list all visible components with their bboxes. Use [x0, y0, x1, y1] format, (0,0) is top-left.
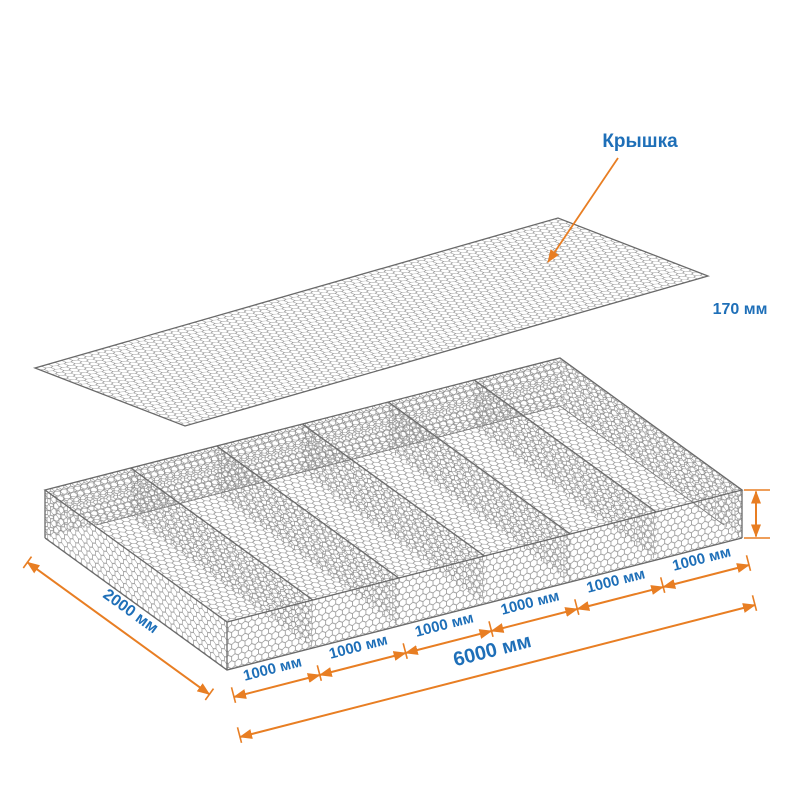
- divider-panel: [388, 402, 571, 582]
- lid-label: Крышка: [602, 131, 678, 152]
- cell-tick: [659, 577, 666, 593]
- cell-tick: [574, 599, 580, 615]
- cell-tick: [402, 643, 408, 659]
- width-arrow: [26, 561, 211, 696]
- cell-tick: [745, 555, 752, 571]
- lid-leader-arrow: [547, 157, 619, 263]
- lid-mesh-panel: [32, 217, 711, 427]
- divider-edge: [473, 379, 657, 513]
- cell-tick: [316, 665, 323, 681]
- right-wall: [560, 358, 742, 538]
- cell-arrow: [662, 563, 750, 589]
- divider-panel: [474, 380, 657, 560]
- cell-tick: [230, 687, 237, 703]
- divider-panel: [216, 446, 399, 626]
- divider-edge: [130, 467, 314, 601]
- divider-edge: [216, 445, 400, 579]
- divider-edge: [387, 401, 571, 535]
- length-tick: [751, 595, 758, 611]
- length-arrow: [239, 603, 756, 739]
- dividers: [130, 379, 657, 648]
- height-dimension-label: 170 мм: [713, 301, 768, 318]
- divider-panel: [130, 468, 313, 648]
- mattress-box: [43, 357, 744, 671]
- length-tick: [236, 727, 243, 743]
- cell-tick: [488, 621, 494, 637]
- divider-edge: [302, 423, 485, 557]
- lid-callout: Крышка: [547, 131, 678, 263]
- divider-panel: [302, 424, 485, 604]
- height-dimension: 170 мм: [713, 301, 770, 539]
